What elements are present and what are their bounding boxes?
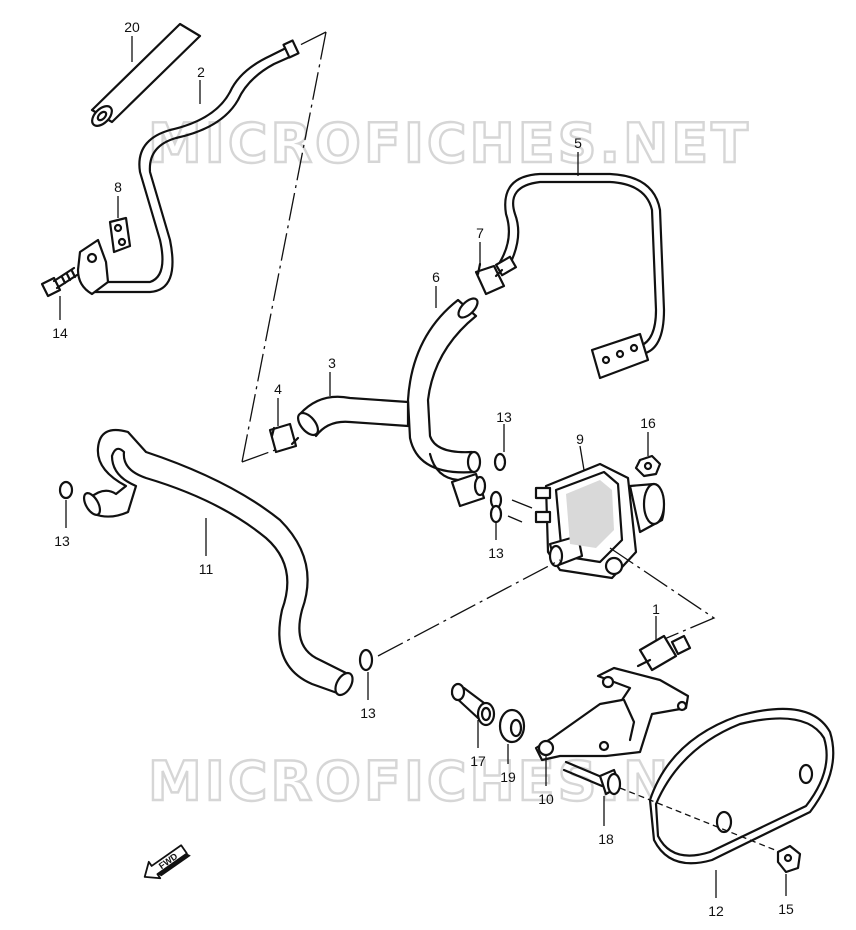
nut-part-15 xyxy=(776,844,802,874)
hose-part-20 xyxy=(90,22,202,127)
callout-7: 7 xyxy=(476,225,484,241)
reference-triangle xyxy=(241,31,327,463)
callout-20: 20 xyxy=(124,19,140,35)
clip-part-13-left xyxy=(58,480,74,500)
callout-3: 3 xyxy=(328,355,336,371)
clip-part-13-upper xyxy=(493,452,507,472)
fwd-arrow-icon: FWD xyxy=(143,844,191,880)
callout-17: 17 xyxy=(470,753,486,769)
callout-5: 5 xyxy=(574,135,582,151)
clip-part-13-mid xyxy=(489,490,503,524)
watermark-bottom: MICROFICHES.NET xyxy=(148,750,751,813)
bolt-part-18 xyxy=(562,760,622,796)
callout-13-left: 13 xyxy=(54,533,70,549)
callout-13-mid: 13 xyxy=(488,545,504,561)
callout-18: 18 xyxy=(598,831,614,847)
hose-part-3 xyxy=(296,395,410,438)
callout-6: 6 xyxy=(432,269,440,285)
hose-part-6 xyxy=(406,297,487,508)
leader-lines xyxy=(59,36,787,898)
watermark-top: MICROFICHES.NET xyxy=(148,112,751,175)
hose-part-11 xyxy=(82,428,354,697)
callout-1: 1 xyxy=(652,601,660,617)
connection-line-13b xyxy=(507,515,523,523)
pipe-part-2 xyxy=(76,39,300,296)
nut-part-16 xyxy=(634,454,662,478)
callout-19: 19 xyxy=(500,769,516,785)
connection-line-15 xyxy=(619,787,781,853)
callout-11: 11 xyxy=(199,561,214,577)
valve-part-9 xyxy=(534,462,666,580)
bracket-part-10 xyxy=(534,666,690,762)
callout-8: 8 xyxy=(114,179,122,195)
callout-13-lower: 13 xyxy=(360,705,376,721)
pipe-part-5 xyxy=(494,172,666,380)
clip-part-13-lower xyxy=(358,648,374,672)
cover-part-12 xyxy=(648,707,835,865)
grommet-part-19 xyxy=(498,708,526,744)
callout-13-upper: 13 xyxy=(496,409,512,425)
gasket-part-8 xyxy=(108,216,132,254)
connection-line-1 xyxy=(609,547,716,641)
callout-15: 15 xyxy=(778,901,794,917)
callout-12: 12 xyxy=(708,903,724,919)
callout-14: 14 xyxy=(52,325,68,341)
callout-2: 2 xyxy=(197,64,205,80)
collar-part-17 xyxy=(450,682,496,727)
clamp-part-4 xyxy=(268,422,300,454)
callout-16: 16 xyxy=(640,415,656,431)
connection-line-11 xyxy=(377,559,561,657)
bolt-part-14 xyxy=(40,266,79,298)
connection-line-13 xyxy=(511,499,533,509)
callout-4: 4 xyxy=(274,381,282,397)
callout-10: 10 xyxy=(538,791,554,807)
callout-9: 9 xyxy=(576,431,584,447)
fitting-part-1 xyxy=(636,634,692,672)
